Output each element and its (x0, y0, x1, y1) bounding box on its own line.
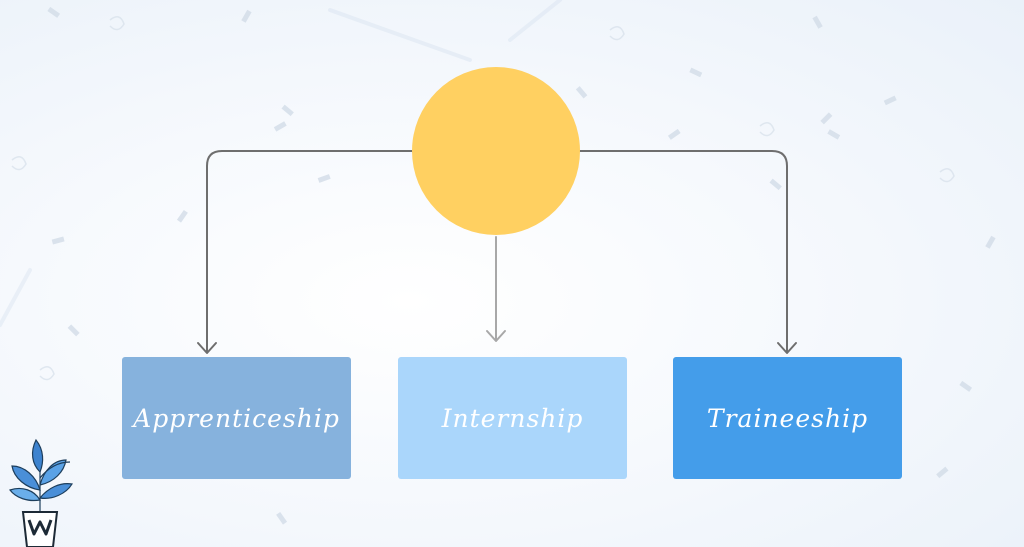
confetti-piece (883, 95, 897, 106)
node-traineeship: Traineeship (673, 357, 902, 479)
node-apprenticeship: Apprenticeship (122, 357, 351, 479)
swirl (759, 122, 775, 137)
confetti-piece (769, 178, 782, 191)
swirl (939, 168, 955, 183)
decor-line-top (328, 8, 472, 62)
plant-pot-logo-icon (9, 438, 73, 547)
connectors (197, 150, 797, 354)
swirl (39, 366, 55, 381)
confetti-piece (812, 15, 823, 29)
confetti-piece (985, 235, 996, 249)
confetti-piece (959, 380, 973, 392)
confetti-piece (176, 209, 188, 223)
decor-line-top-right (508, 0, 562, 42)
confetti-piece (273, 121, 287, 132)
confetti-piece (276, 511, 288, 525)
confetti-piece (827, 129, 841, 140)
arrowhead-left (197, 342, 217, 354)
node-label-internship: Internship (441, 403, 584, 433)
plant-leaves (9, 438, 73, 515)
connector-left (206, 150, 413, 353)
node-label-apprenticeship: Apprenticeship (133, 403, 340, 433)
confetti-piece (936, 466, 949, 479)
confetti-piece (241, 9, 252, 23)
confetti-piece (820, 112, 833, 125)
background-decoration (0, 0, 562, 327)
confetti-piece (51, 236, 65, 245)
confetti-piece (689, 67, 703, 78)
confetti-piece (667, 128, 681, 140)
confetti-piece (47, 6, 61, 18)
swirl-decoration (11, 16, 955, 381)
decor-line-left (0, 268, 32, 327)
confetti-piece (67, 324, 80, 337)
arrowhead-right (777, 342, 797, 354)
confetti-piece (575, 86, 588, 99)
confetti-piece (281, 104, 294, 117)
plant-pot (21, 511, 59, 547)
confetti-piece (317, 174, 331, 183)
arrowhead-middle (486, 330, 506, 342)
swirl (609, 26, 625, 41)
center-node (412, 67, 580, 235)
swirl (109, 16, 125, 31)
connector-right (579, 150, 788, 353)
node-internship: Internship (398, 357, 627, 479)
swirl (11, 156, 27, 171)
confetti (47, 6, 996, 525)
node-label-traineeship: Traineeship (706, 403, 869, 433)
